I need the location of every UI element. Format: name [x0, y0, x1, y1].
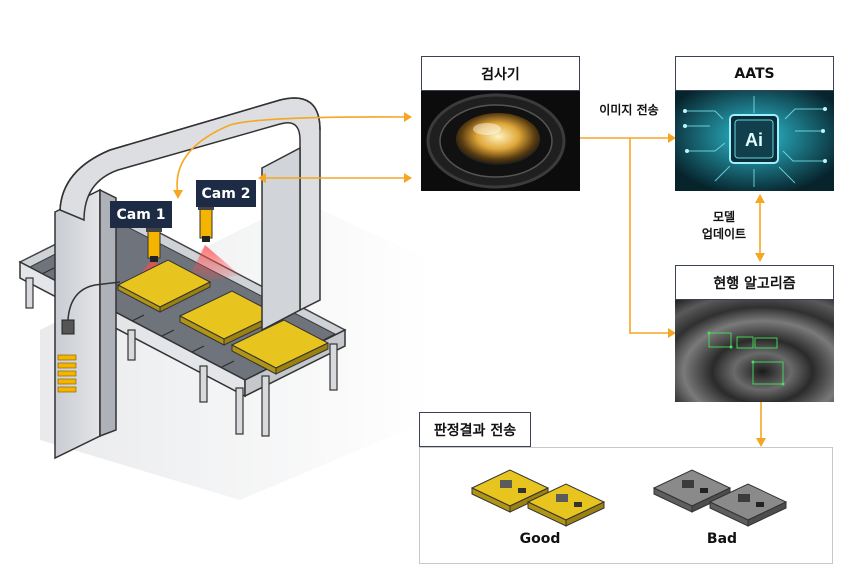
bad-pcbs	[652, 469, 788, 527]
cam2-label: Cam 2	[196, 180, 256, 207]
laser-beam	[185, 245, 240, 285]
aats-title: AATS	[675, 56, 834, 91]
arrow-head-to-inspector-top	[404, 112, 412, 122]
bad-label: Bad	[706, 531, 738, 547]
cam1-label: Cam 1	[110, 201, 172, 228]
bad-pcb-1	[652, 469, 732, 513]
factory-illustration	[18, 97, 430, 500]
pcb-on-belt-1	[116, 219, 212, 313]
image-transfer-label: 이미지 전송	[599, 103, 659, 117]
control-panel	[57, 281, 121, 393]
good-pcb-2	[526, 483, 606, 527]
bad-pcb-2	[708, 483, 788, 527]
inspector-lens-image	[421, 91, 580, 191]
model-update-label: 모델 업데이트	[694, 209, 754, 243]
aats-ai-chip-image: Ai	[675, 91, 834, 191]
model-update-line2: 업데이트	[701, 227, 747, 241]
conveyor-legs	[25, 277, 338, 437]
pcb-on-belt-3	[230, 319, 330, 375]
camera-1	[146, 224, 162, 262]
flow-arrows	[580, 133, 676, 338]
good-pcb-1	[470, 469, 550, 513]
model-update-arrow	[755, 194, 765, 262]
arrow-head-to-cam1	[173, 190, 183, 199]
arrow-head-to-cam2	[258, 173, 266, 183]
arrow-head-to-inspector-bottom	[404, 173, 412, 183]
camera-arrows	[176, 116, 408, 196]
algorithm-image	[675, 300, 834, 402]
inspector-title: 검사기	[421, 56, 580, 91]
camera-2	[198, 202, 214, 242]
result-arrow	[756, 402, 766, 447]
ai-chip-text: Ai	[745, 130, 763, 150]
result-title: 판정결과 전송	[419, 412, 531, 447]
good-label: Good	[519, 531, 561, 547]
model-update-line1: 모델	[712, 210, 736, 224]
good-pcbs	[470, 469, 606, 527]
algorithm-title: 현행 알고리즘	[675, 265, 834, 300]
